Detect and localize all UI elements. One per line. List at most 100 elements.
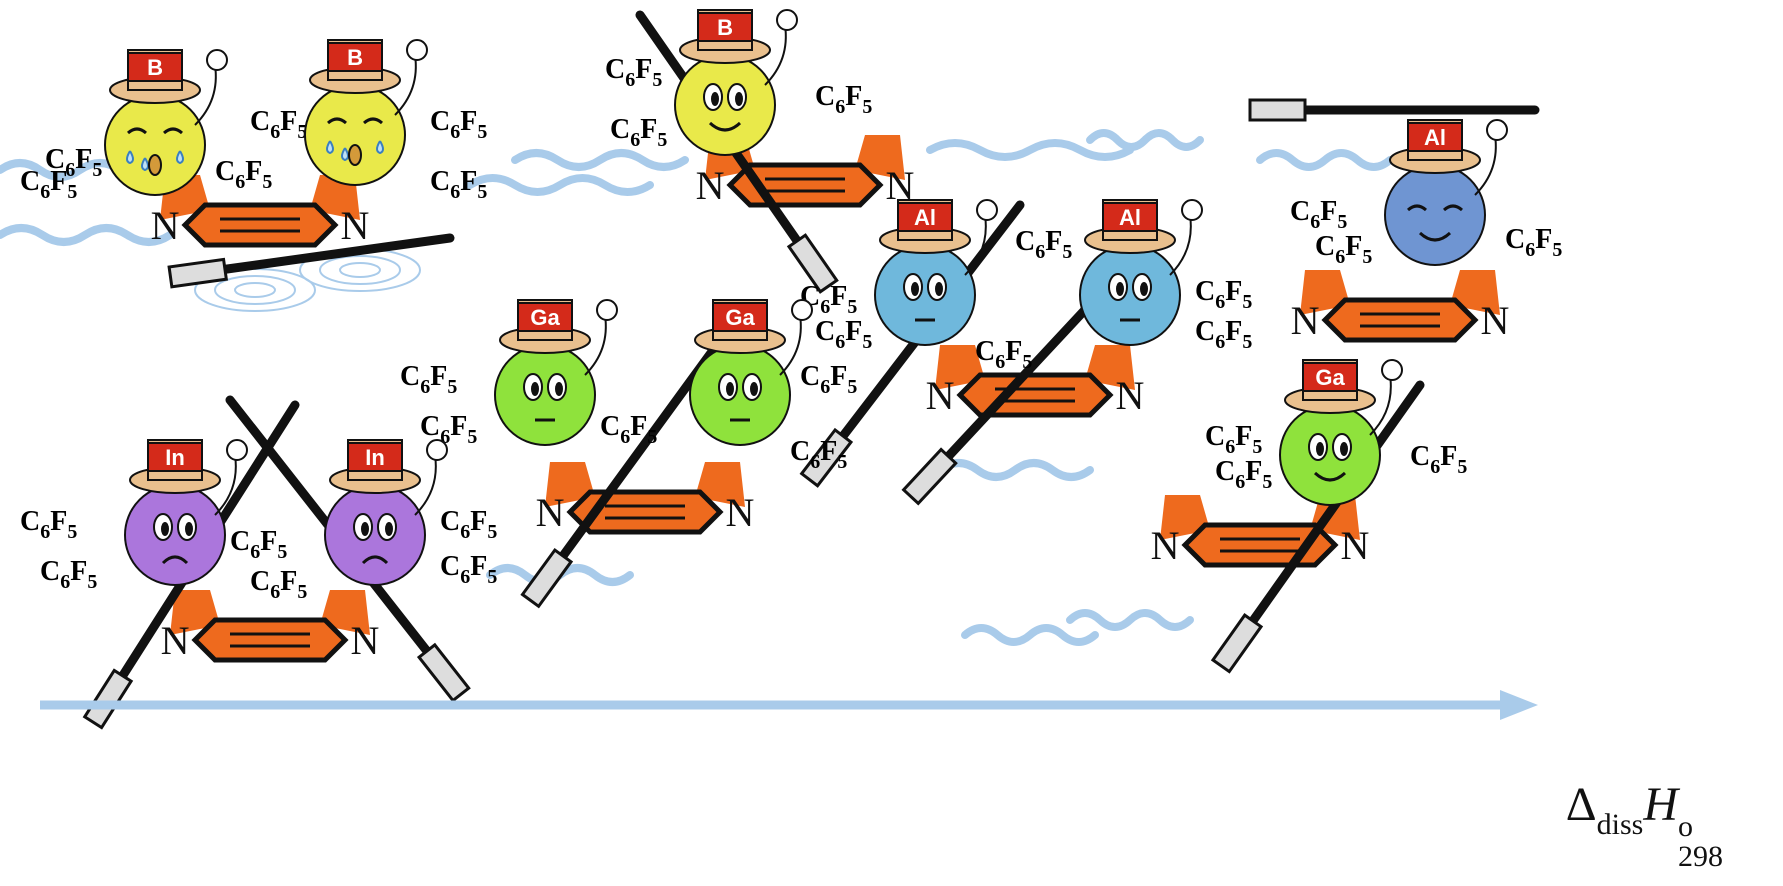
boat-wing (545, 462, 745, 507)
c6f5-label: C6F5 (215, 156, 272, 193)
delta-symbol: Δ (1565, 778, 1597, 831)
c6f5-part: 5 (1062, 241, 1072, 263)
arm (1474, 134, 1497, 196)
water-wave (466, 174, 654, 196)
c6f5-part: F (640, 114, 657, 145)
c6f5-part: F (1535, 224, 1552, 255)
nitrogen-label: N (1341, 523, 1370, 568)
c6f5-part: 6 (835, 331, 845, 353)
c6f5-part: 5 (1337, 211, 1347, 233)
c6f5-part: 5 (487, 521, 497, 543)
hat-band (127, 52, 183, 82)
c6f5-part: 5 (837, 451, 847, 473)
character-body (104, 94, 206, 196)
mouth (361, 555, 389, 565)
c6f5-label: C6F5 (975, 336, 1032, 373)
c6f5-part: 5 (67, 181, 77, 203)
c6f5-part: C (800, 361, 820, 392)
water-wave (1066, 609, 1194, 631)
pupil (361, 522, 369, 536)
c6f5-part: C (605, 54, 625, 85)
oar-blade-rect (786, 233, 839, 294)
character-body (304, 84, 406, 186)
enthalpy-symbol: H (1643, 778, 1678, 831)
c6f5-label: C6F5 (605, 54, 662, 91)
tear-icon (176, 150, 184, 165)
c6f5-part: F (460, 106, 477, 137)
hat-band (147, 442, 203, 472)
boat-hull (1321, 297, 1479, 343)
hat-band (347, 442, 403, 472)
c6f5-part: F (280, 106, 297, 137)
oar-shaft (215, 233, 455, 275)
c6f5-part: 6 (40, 521, 50, 543)
c6f5-part: F (1345, 231, 1362, 262)
element-label: B (717, 15, 733, 40)
c6f5-part: C (610, 114, 630, 145)
eye (1443, 204, 1463, 212)
element-label: In (365, 445, 385, 470)
c6f5-part: 5 (297, 121, 307, 143)
character-ga: Ga (689, 299, 813, 446)
glove-icon (206, 49, 228, 71)
arm (1169, 214, 1192, 276)
mouth (708, 121, 742, 132)
c6f5-part: 5 (1262, 471, 1272, 493)
c6f5-part: C (250, 106, 270, 137)
eye (163, 127, 183, 135)
c6f5-label: C6F5 (1015, 226, 1072, 263)
boat-wing (935, 345, 1135, 390)
water-wave (961, 624, 1099, 646)
c6f5-part: 6 (60, 571, 70, 593)
hat-band (327, 42, 383, 72)
c6f5-part: 5 (487, 566, 497, 588)
c6f5-label: C6F5 (250, 566, 307, 603)
ripple (339, 262, 381, 278)
element-label: Al (1424, 125, 1446, 150)
c6f5-part: C (400, 361, 420, 392)
c6f5-part: 5 (1242, 291, 1252, 313)
c6f5-part: 5 (1457, 456, 1467, 478)
boat-hull (181, 202, 339, 248)
standard-state-superscript: o (1678, 810, 1693, 843)
c6f5-label: C6F5 (430, 166, 487, 203)
pupil (1140, 282, 1148, 296)
c6f5-part: F (50, 506, 67, 537)
c6f5-part: 5 (657, 129, 667, 151)
c6f5-part: 5 (477, 121, 487, 143)
c6f5-part: F (1245, 456, 1262, 487)
element-label: B (347, 45, 363, 70)
mouth (148, 154, 162, 176)
character-al: Al (1079, 199, 1203, 346)
hat-band (517, 302, 573, 332)
c6f5-part: 6 (820, 296, 830, 318)
c6f5-part: F (460, 166, 477, 197)
c6f5-label: C6F5 (20, 506, 77, 543)
oar-blade-rect (1248, 98, 1307, 122)
c6f5-part: F (280, 566, 297, 597)
pupil (555, 382, 563, 396)
c6f5-part: F (820, 436, 837, 467)
c6f5-part: C (1505, 224, 1525, 255)
mouth (1313, 471, 1347, 482)
oar-blade (520, 547, 574, 609)
c6f5-part: 5 (847, 296, 857, 318)
c6f5-label: C6F5 (1505, 224, 1562, 261)
oar-blade (1210, 613, 1264, 674)
c6f5-part: 6 (1310, 211, 1320, 233)
nitrogen-label: N (1291, 298, 1320, 343)
tear-icon (341, 147, 349, 162)
c6f5-label: C6F5 (1290, 196, 1347, 233)
pupil (726, 382, 734, 396)
hat-band (712, 302, 768, 332)
hat-band (1407, 122, 1463, 152)
c6f5-label: C6F5 (440, 506, 497, 543)
axis-subscript: diss (1596, 808, 1644, 841)
c6f5-part: C (600, 411, 620, 442)
enthalpy-arrow-head (1500, 690, 1538, 720)
